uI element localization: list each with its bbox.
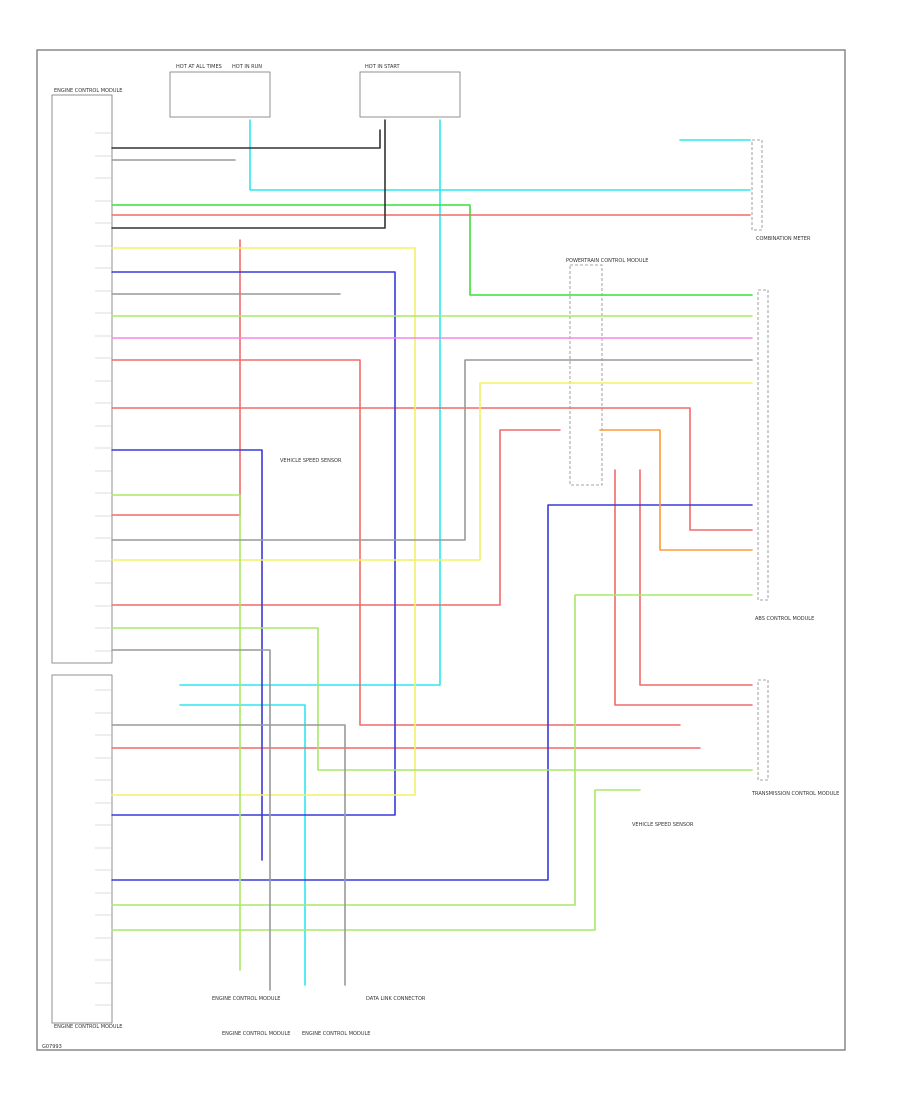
wire-lime (111, 627, 753, 771)
center-module (569, 264, 603, 486)
wire-gray (111, 724, 346, 986)
connector-note: VEHICLE SPEED SENSOR (280, 458, 342, 464)
footer-code: G07993 (42, 1044, 62, 1050)
wire-red (111, 407, 753, 531)
wire-gray (111, 649, 271, 991)
bottom-label-center: ENGINE CONTROL MODULE (212, 996, 280, 1002)
center-module-label: POWERTRAIN CONTROL MODULE (566, 258, 648, 264)
right-low-label: TRANSMISSION CONTROL MODULE (751, 791, 839, 797)
wire-blue (111, 271, 396, 816)
fuse-label-2: HOT IN RUN (232, 64, 262, 70)
wire-red (111, 429, 561, 606)
wire-orange (599, 429, 753, 551)
connector-note-low: VEHICLE SPEED SENSOR (632, 822, 694, 828)
right-connector-mid (757, 289, 769, 601)
wire-lt-blu (179, 704, 306, 986)
right-top-label: COMBINATION METER (756, 236, 811, 242)
connector-pins (95, 132, 112, 1006)
wire-gray (111, 359, 753, 541)
ecm-label-upper: ENGINE CONTROL MODULE (54, 88, 122, 94)
ecm-connector-upper (51, 94, 113, 664)
wire-lime (111, 594, 753, 906)
wire-red (639, 469, 753, 686)
bottom-label-mid: ENGINE CONTROL MODULE (302, 1031, 370, 1037)
wire-lime (111, 494, 241, 971)
wire-blue (111, 504, 753, 881)
fuse-box-right (359, 71, 461, 118)
wire-lime (111, 789, 641, 931)
wire-yellow (111, 382, 753, 561)
right-connector-top (751, 139, 763, 231)
right-connector-low (757, 679, 769, 781)
wire-red (614, 469, 753, 706)
bottom-label-right: DATA LINK CONNECTOR (366, 996, 426, 1002)
wire-lt-blu (179, 119, 441, 686)
ecm-label-lower: ENGINE CONTROL MODULE (54, 1024, 122, 1030)
wire-yellow (111, 247, 416, 796)
wire-lt-blu (249, 119, 751, 191)
wires (111, 119, 753, 991)
ecm-connector-lower (51, 674, 113, 1024)
wire-black (111, 129, 381, 149)
wire-blue (111, 449, 263, 861)
wire-lt-grn (111, 204, 753, 296)
fuse-label-3: HOT IN START (365, 64, 401, 70)
right-mid-label: ABS CONTROL MODULE (755, 616, 814, 622)
fuse-label-1: HOT AT ALL TIMES (176, 64, 222, 70)
bottom-label-left: ENGINE CONTROL MODULE (222, 1031, 290, 1037)
diagram-frame (36, 49, 846, 1051)
wire-red (111, 359, 681, 726)
fuse-box-left (169, 71, 271, 118)
wire-black (111, 119, 386, 229)
